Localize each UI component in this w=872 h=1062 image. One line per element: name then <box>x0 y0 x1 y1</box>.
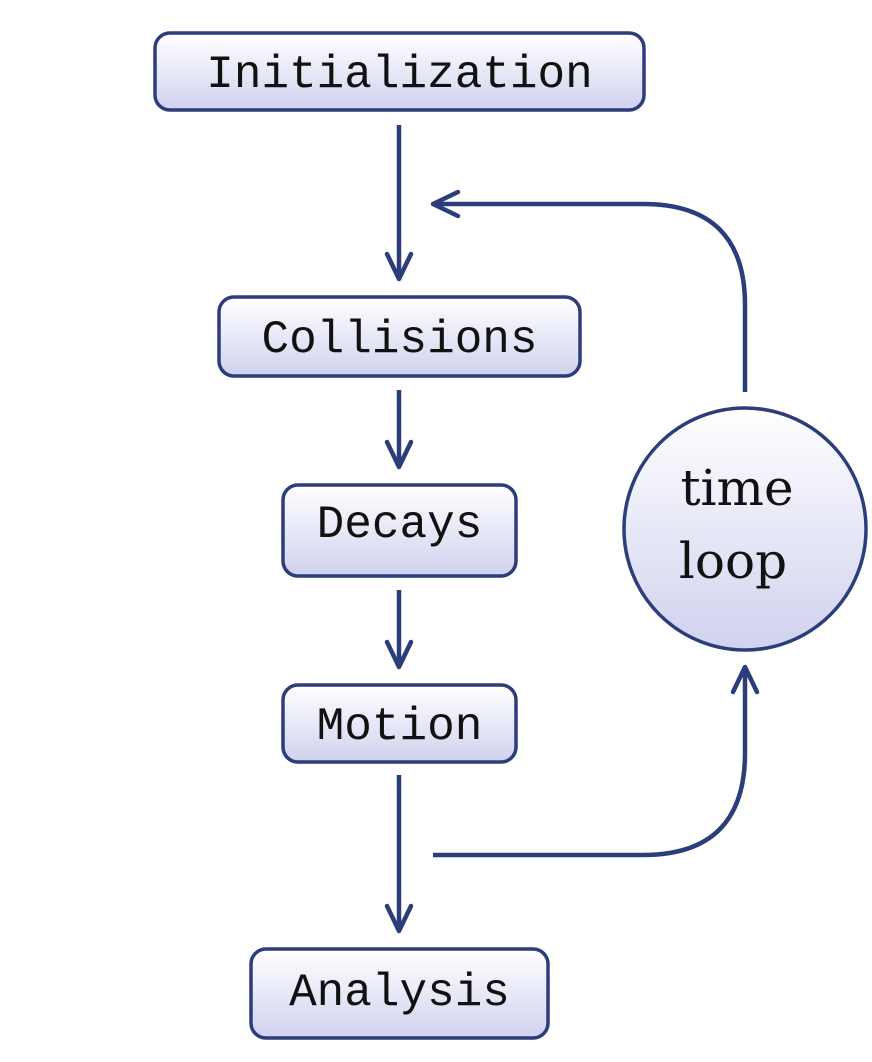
arrowhead-loop-back <box>430 189 461 219</box>
node-decays: Decays <box>281 483 518 578</box>
time-loop-line1: time <box>680 459 793 517</box>
node-motion: Motion <box>281 683 518 764</box>
node-initialization: Initialization <box>153 31 646 112</box>
node-decays-label: Decays <box>317 499 483 551</box>
node-initialization-label: Initialization <box>206 49 592 101</box>
edge-loop-back <box>437 201 748 392</box>
node-collisions: Collisions <box>217 295 582 378</box>
edge-to-time-loop <box>433 671 748 858</box>
time-loop-line2: loop <box>679 532 787 590</box>
arrowhead-analysis <box>384 903 414 934</box>
arrowhead-time-loop <box>730 664 760 695</box>
arrowhead-collisions <box>384 251 414 282</box>
node-analysis: Analysis <box>249 947 550 1040</box>
node-motion-label: Motion <box>317 701 483 753</box>
node-analysis-label: Analysis <box>289 967 510 1019</box>
arrowhead-motion <box>384 639 414 670</box>
node-collisions-label: Collisions <box>261 314 537 366</box>
edges <box>384 125 760 934</box>
arrowhead-decays <box>384 439 414 470</box>
time-loop-node: time loop <box>622 406 868 652</box>
